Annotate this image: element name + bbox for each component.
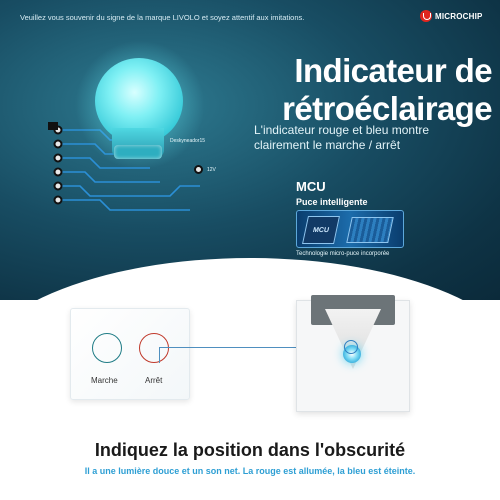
circuit-trace — [58, 185, 200, 197]
on-button-ring[interactable] — [92, 333, 122, 363]
circuit-pad — [53, 181, 63, 191]
switch-panel: Marche Arrêt — [70, 308, 190, 400]
processor-chip-icon — [346, 217, 394, 243]
headline-line-2: rétroéclairage — [282, 90, 492, 127]
circuit-trace — [58, 171, 160, 183]
footer-title: Indiquez la position dans l'obscurité — [94, 440, 406, 460]
switch-module — [296, 295, 410, 412]
mcu-chip-label: MCU — [312, 226, 330, 234]
chip-label: Deskyneador15 — [170, 138, 206, 144]
leader-line-vertical — [159, 347, 160, 363]
circuit-trace — [58, 199, 190, 211]
mcu-chip-image: MCU — [296, 210, 404, 248]
bulb-base — [114, 145, 162, 159]
hero-section: Veuillez vous souvenir du signe de la ma… — [0, 0, 500, 300]
footer-subtitle: Il a une lumière douce et un son net. La… — [84, 466, 416, 476]
mcu-chip-icon: MCU — [302, 216, 340, 244]
circuit-pad — [53, 153, 63, 163]
subline: L'indicateur rouge et bleu montre claire… — [254, 123, 430, 152]
off-button-ring[interactable] — [139, 333, 169, 363]
headline-line-1: Indicateur de — [294, 52, 492, 89]
voltage-pad-icon — [194, 165, 203, 174]
mcu-caption: Technologie micro-puce incorporée — [296, 251, 390, 257]
leader-target-icon — [344, 340, 358, 354]
circuit-pad — [53, 167, 63, 177]
brand-notice: Veuillez vous souvenir du signe de la ma… — [20, 13, 305, 22]
leader-line — [160, 347, 350, 348]
off-label: Arrêt — [145, 376, 163, 385]
voltage-label: 12V — [207, 167, 216, 173]
headline: Indicateur de rétroéclairage — [252, 52, 492, 128]
brand: MICROCHIP — [420, 10, 483, 22]
brand-name: MICROCHIP — [435, 11, 483, 21]
circuit-chip — [48, 122, 58, 130]
microchip-logo-icon — [420, 10, 432, 22]
on-label: Marche — [91, 376, 118, 385]
circuit-board-illustration — [48, 122, 200, 211]
mcu-subtitle: Puce intelligente — [296, 197, 368, 207]
circuit-pad — [53, 139, 63, 149]
circuit-pad — [53, 195, 63, 205]
mcu-title: MCU — [296, 179, 326, 194]
